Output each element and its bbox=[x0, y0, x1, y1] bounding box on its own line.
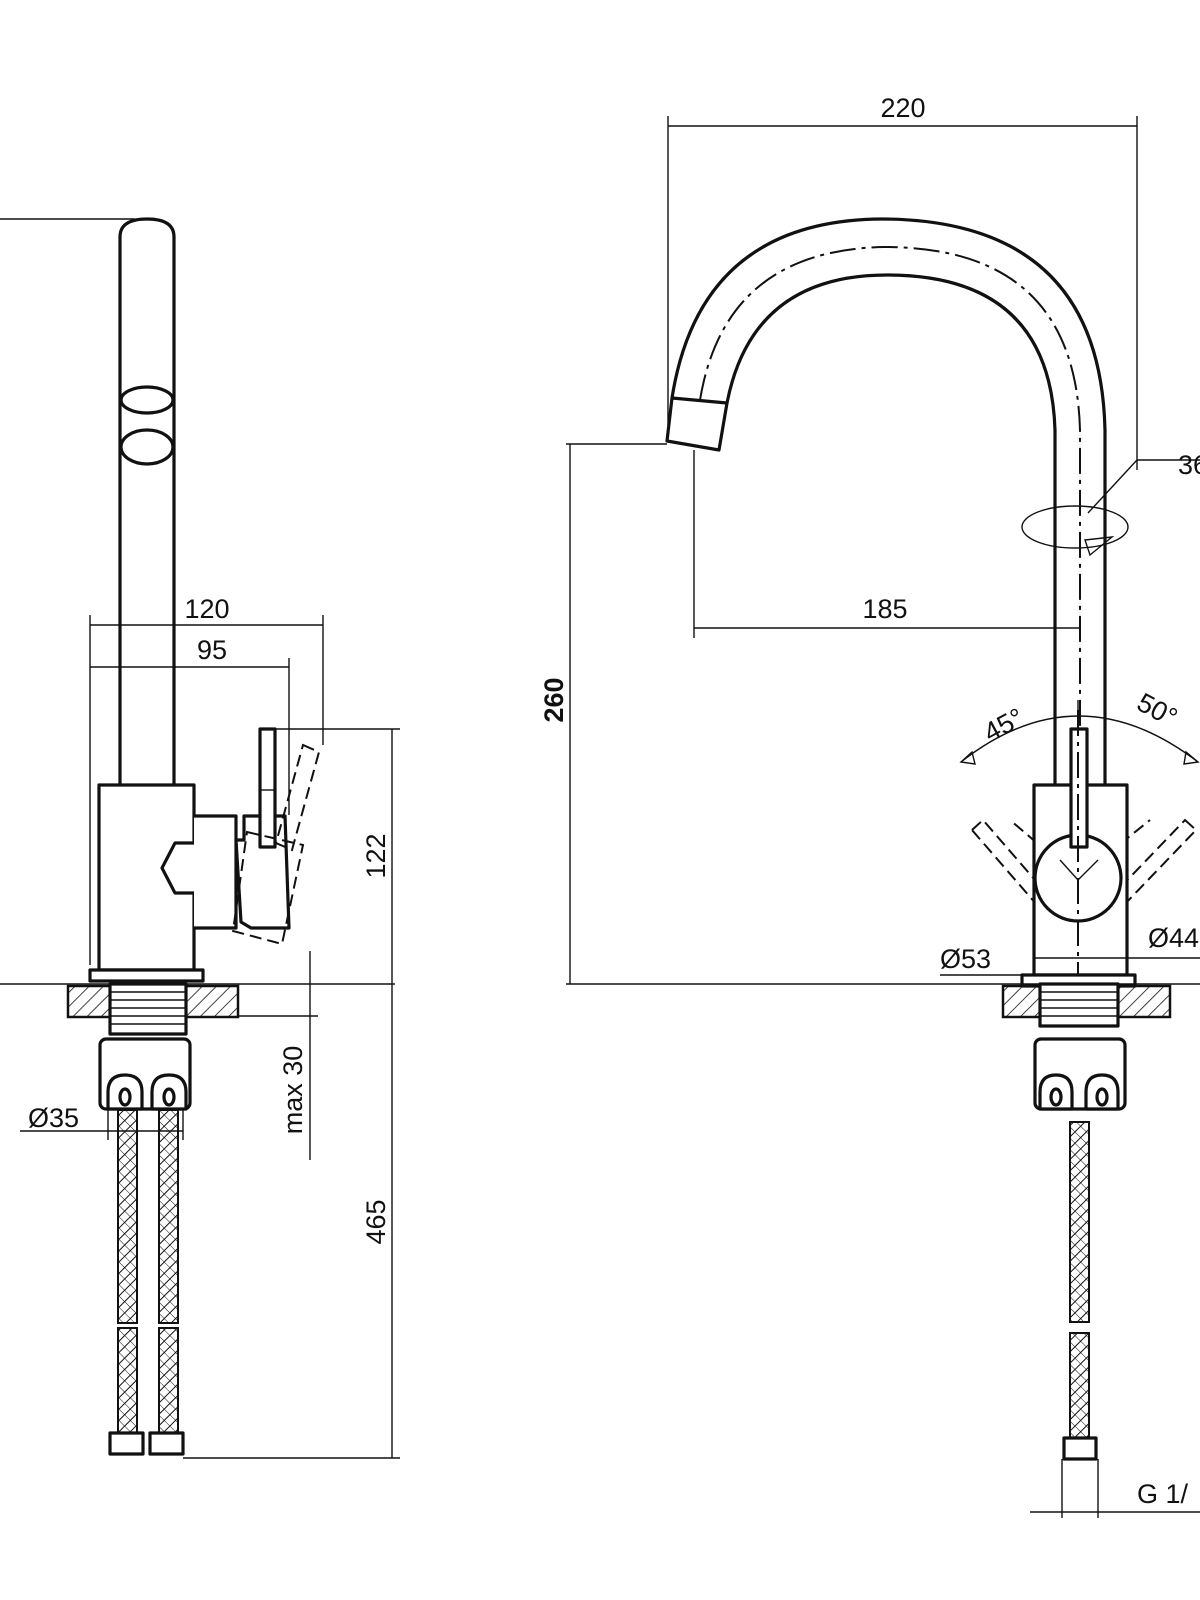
side-threaded-shank bbox=[108, 982, 188, 1036]
dim-lever-reach-max: 120 bbox=[184, 594, 229, 624]
side-view: 120 95 122 max 30 465 Ø35 bbox=[0, 217, 400, 1459]
side-counter-hatch-left bbox=[66, 984, 112, 1019]
side-base-flange bbox=[88, 968, 205, 983]
front-dimension-lines bbox=[566, 116, 1200, 1513]
dim-hose-length: 465 bbox=[361, 1199, 391, 1244]
front-swivel-indicator bbox=[1021, 459, 1200, 557]
dim-lever-angle-right: 50° bbox=[1132, 687, 1182, 733]
dim-swivel-angle: 36 bbox=[1178, 450, 1200, 480]
dim-spout-height: 260 bbox=[539, 677, 569, 722]
dim-overall-width: 220 bbox=[880, 93, 925, 123]
dim-body-diameter: Ø44 bbox=[1148, 923, 1199, 953]
dim-lever-height: 122 bbox=[361, 833, 391, 878]
side-lever-joint bbox=[160, 814, 238, 930]
side-spout-tube bbox=[118, 217, 176, 787]
side-braided-hoses bbox=[108, 1109, 185, 1456]
side-lever-alt-position bbox=[231, 743, 321, 946]
front-braided-hose bbox=[1061, 1121, 1099, 1518]
front-hose-connectors bbox=[1038, 1073, 1120, 1111]
front-threaded-shank bbox=[1038, 982, 1120, 1028]
side-counter-hatch-right bbox=[184, 984, 240, 1019]
side-dimension-lines bbox=[20, 615, 400, 1459]
dim-lever-reach: 95 bbox=[197, 635, 227, 665]
dim-base-diameter: Ø53 bbox=[940, 944, 991, 974]
side-hose-connectors bbox=[106, 1073, 188, 1111]
dim-shank-diameter: Ø35 bbox=[28, 1103, 79, 1133]
front-gooseneck-spout bbox=[665, 217, 1107, 990]
front-counter-hatch-left bbox=[1001, 984, 1047, 1019]
dim-max-counter-thickness: max 30 bbox=[278, 1046, 308, 1135]
front-spout-outlet bbox=[665, 396, 729, 452]
side-lever-handle bbox=[258, 727, 277, 849]
dim-spout-reach: 185 bbox=[862, 594, 907, 624]
front-counter-hatch-right bbox=[1116, 984, 1172, 1019]
front-view: 220 185 260 36 45° 50° Ø44 Ø53 G 1/ bbox=[539, 93, 1200, 1518]
dim-connection-thread: G 1/ bbox=[1137, 1479, 1189, 1509]
dim-lever-angle-left: 45° bbox=[979, 702, 1029, 748]
